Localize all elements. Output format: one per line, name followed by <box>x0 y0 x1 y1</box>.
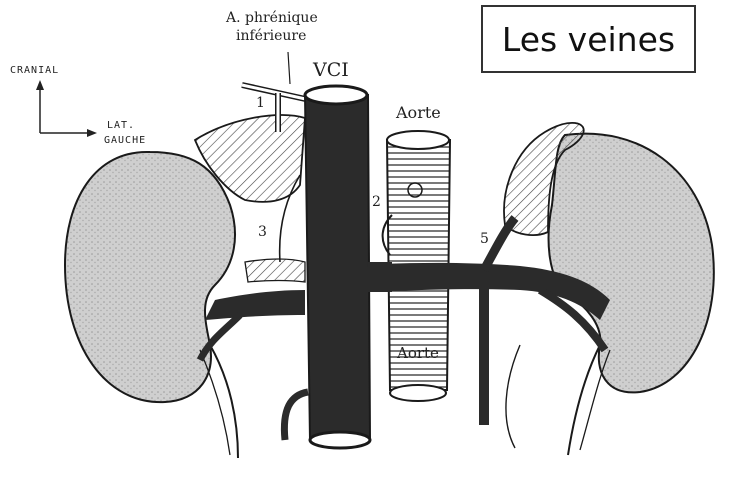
right-ureter <box>210 345 238 458</box>
right-gonadal-vein <box>284 392 308 440</box>
left-pelvis-outline <box>506 345 520 448</box>
page-title: Les veines <box>502 20 675 59</box>
label-number-5: 5 <box>480 231 489 247</box>
label-number-3: 3 <box>258 224 267 240</box>
lateral-arrowhead <box>87 129 97 137</box>
orientation-compass: CRANIAL LAT. GAUCHE <box>10 65 146 146</box>
left-ureter <box>568 345 600 455</box>
label-aorte-bottom: Aorte <box>396 344 439 362</box>
right-renal-vein <box>205 290 305 320</box>
label-cranial: CRANIAL <box>10 65 59 76</box>
left-kidney <box>549 134 714 393</box>
label-number-1: 1 <box>256 95 265 111</box>
label-lat: LAT. <box>107 120 135 131</box>
right-kidney <box>65 152 235 402</box>
label-number-2: 2 <box>372 194 381 210</box>
cranial-arrowhead <box>36 80 44 90</box>
lumbar-vein <box>245 259 305 282</box>
label-aorte-top: Aorte <box>395 103 441 122</box>
title-box: Les veines <box>481 5 696 73</box>
label-vci: VCI <box>312 59 349 81</box>
left-renal-vein-junction <box>368 262 392 292</box>
label-phrenic-artery-1: A. phrénique <box>225 10 318 26</box>
label-phrenic-artery-2: inférieure <box>236 28 306 44</box>
vena-cava-inferior <box>305 86 370 448</box>
label-gauche: GAUCHE <box>104 135 146 146</box>
